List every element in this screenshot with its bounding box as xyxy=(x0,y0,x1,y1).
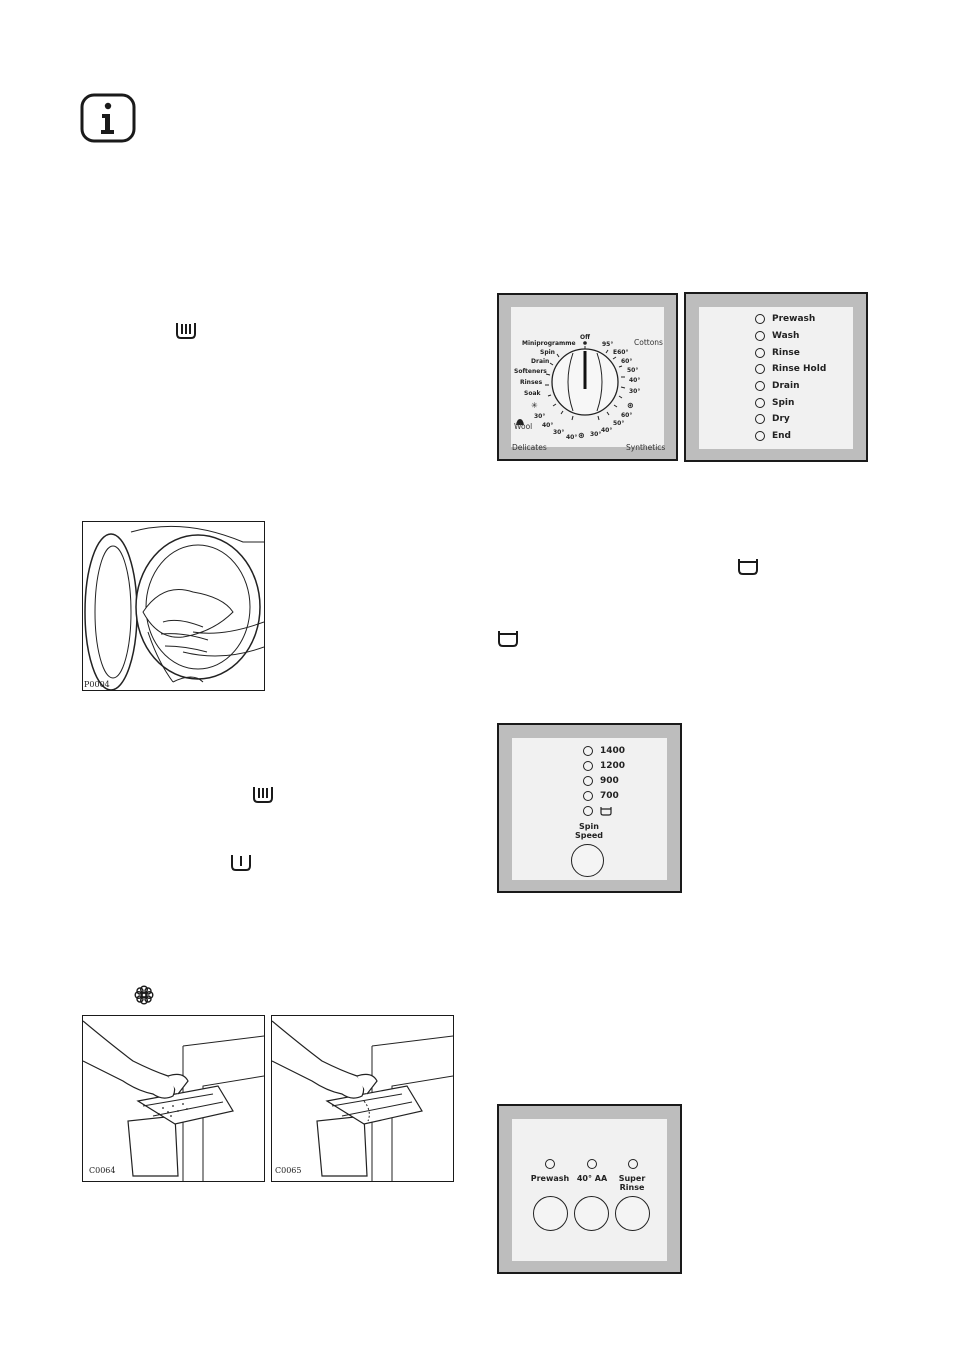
super-rinse-button[interactable] xyxy=(615,1196,650,1231)
progress-label: Prewash xyxy=(772,314,816,324)
program-dial[interactable] xyxy=(511,307,664,447)
spin-speed-item: 700 xyxy=(583,791,619,801)
cottons-label: Cottons xyxy=(634,338,663,347)
drain-tub-icon xyxy=(737,557,759,580)
dial-position-label: 40° xyxy=(542,422,554,429)
indicator-light xyxy=(755,364,765,374)
progress-item: Wash xyxy=(755,331,799,341)
indicator-light xyxy=(755,314,765,324)
spin-speed-label: 1200 xyxy=(600,761,626,771)
progress-item: End xyxy=(755,431,791,441)
prewash-tub-icon xyxy=(230,853,252,876)
progress-item: Drain xyxy=(755,381,799,391)
dial-position-label: ✳ xyxy=(531,401,538,410)
main-wash-tub-icon xyxy=(175,321,197,344)
indicator-light xyxy=(755,348,765,358)
spin-speed-label: 700 xyxy=(600,791,619,801)
prewash-indicator-light xyxy=(545,1159,555,1169)
options-panel: Prewash 40° AA Super Rinse xyxy=(497,1104,682,1274)
softener-flower-icon xyxy=(134,985,154,1009)
progress-item: Prewash xyxy=(755,314,815,324)
dispenser-illustration: C0064 xyxy=(82,1015,265,1182)
progress-item: Spin xyxy=(755,398,794,408)
wool-label: Wool xyxy=(514,422,533,431)
spin-speed-item: 1400 xyxy=(583,746,625,756)
40-aa-indicator-light xyxy=(587,1159,597,1169)
progress-label: Rinse xyxy=(772,348,800,358)
progress-label: Rinse Hold xyxy=(772,364,827,374)
indicator-light xyxy=(755,381,765,391)
indicator-light xyxy=(755,398,765,408)
progress-indicator-panel: Prewash Wash Rinse Rinse Hold Drain Spin… xyxy=(684,292,868,462)
dial-position-label: 30° xyxy=(553,429,565,436)
dial-position-label: Spin xyxy=(540,349,555,356)
drum-loading-illustration: P0004 xyxy=(82,521,265,691)
dial-position-label: 30° xyxy=(534,413,546,420)
dial-position-label: Rinses xyxy=(520,379,543,386)
indicator-light xyxy=(583,746,593,756)
info-icon xyxy=(80,93,136,143)
prewash-button[interactable] xyxy=(533,1196,568,1231)
indicator-light xyxy=(755,331,765,341)
spin-speed-item: 900 xyxy=(583,776,619,786)
indicator-light xyxy=(583,791,593,801)
dial-position-label: 50° xyxy=(613,420,625,427)
progress-label: Wash xyxy=(772,331,800,341)
spin-speed-label: 900 xyxy=(600,776,619,786)
dial-position-label: ⊛ xyxy=(627,401,634,410)
spin-speed-item: 1200 xyxy=(583,761,625,771)
figure-code: P0004 xyxy=(84,680,110,689)
progress-item: Rinse xyxy=(755,348,800,358)
indicator-light xyxy=(755,431,765,441)
dial-position-label: Drain xyxy=(531,358,550,365)
dial-position-label: 30° xyxy=(590,431,602,438)
dial-position-label: Softeners xyxy=(514,368,547,375)
drain-tub-icon xyxy=(600,807,612,816)
spin-speed-label: 1400 xyxy=(600,746,626,756)
spin-speed-button-label: Spin Speed xyxy=(574,822,604,840)
spin-speed-panel: 1400 1200 900 700 Spin Speed xyxy=(497,723,682,893)
progress-label: Spin xyxy=(772,398,795,408)
40-aa-option-label: 40° AA xyxy=(576,1174,608,1183)
dial-position-label: 40° xyxy=(566,434,578,441)
dial-position-off: Off xyxy=(580,334,590,341)
dial-position-label: 60° xyxy=(621,358,633,365)
dial-position-label: 30° xyxy=(629,388,641,395)
spin-speed-item xyxy=(583,806,612,816)
delicates-label: Delicates xyxy=(512,443,547,452)
dial-position-label: 40° xyxy=(601,427,613,434)
indicator-light xyxy=(583,806,593,816)
indicator-light xyxy=(755,414,765,424)
program-selector-panel: Off Miniprogramme Spin Drain Softeners R… xyxy=(497,293,678,461)
dial-position-label: E60° xyxy=(613,349,629,356)
main-wash-tub-icon xyxy=(252,785,274,808)
indicator-light xyxy=(583,761,593,771)
dial-position-label: 40° xyxy=(629,377,641,384)
synthetics-label: Synthetics xyxy=(626,443,666,452)
dial-position-label: Miniprogramme xyxy=(522,340,576,347)
dial-position-label: Soak xyxy=(524,390,541,397)
super-rinse-option-label: Super Rinse xyxy=(618,1174,646,1192)
drain-tub-icon xyxy=(497,629,519,652)
dial-position-label: 95° xyxy=(602,341,614,348)
progress-label: Dry xyxy=(772,414,790,424)
40-aa-button[interactable] xyxy=(574,1196,609,1231)
progress-item: Dry xyxy=(755,414,790,424)
dial-position-label: 60° xyxy=(621,412,633,419)
progress-item: Rinse Hold xyxy=(755,364,826,374)
spin-speed-button[interactable] xyxy=(571,844,604,877)
progress-label: Drain xyxy=(772,381,800,391)
figure-code: C0064 xyxy=(89,1166,116,1175)
indicator-light xyxy=(583,776,593,786)
dispenser-illustration: C0065 xyxy=(271,1015,454,1182)
dial-position-label: 50° xyxy=(627,367,639,374)
figure-code: C0065 xyxy=(275,1166,302,1175)
super-rinse-indicator-light xyxy=(628,1159,638,1169)
progress-label: End xyxy=(772,431,791,441)
dial-position-label: ⊛ xyxy=(578,431,585,440)
prewash-option-label: Prewash xyxy=(530,1174,570,1183)
